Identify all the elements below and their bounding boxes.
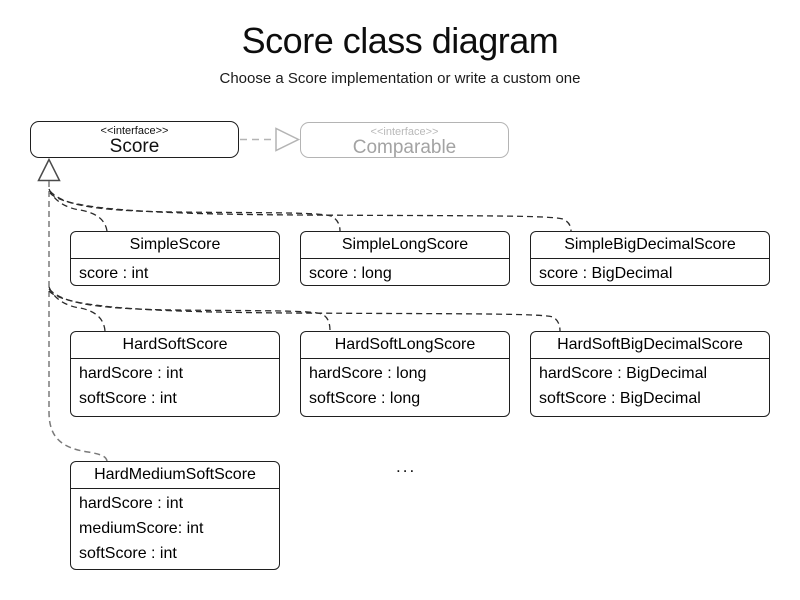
class-box-simplebigdecimalscore: SimpleBigDecimalScore score : BigDecimal bbox=[530, 231, 770, 286]
class-attribute: softScore : long bbox=[309, 390, 421, 407]
class-name: HardSoftScore bbox=[71, 332, 279, 359]
realization-line-hardsoftscore bbox=[48, 286, 106, 332]
interface-box-score: <<interface>> Score bbox=[30, 121, 239, 158]
class-box-simplescore: SimpleScore score : int bbox=[70, 231, 280, 286]
class-attribute: score : BigDecimal bbox=[539, 265, 673, 282]
hollow-triangle-arrowhead-comparable-icon bbox=[275, 127, 301, 152]
interface-name: Score bbox=[109, 136, 160, 157]
class-box-hardsoftscore: HardSoftScore hardScore : int softScore … bbox=[70, 331, 280, 417]
class-attribute: hardScore : int bbox=[79, 495, 184, 512]
class-box-simplelongscore: SimpleLongScore score : long bbox=[300, 231, 510, 286]
class-box-hardsoftlongscore: HardSoftLongScore hardScore : long softS… bbox=[300, 331, 510, 417]
class-attribute: score : int bbox=[79, 265, 149, 282]
class-attribute: mediumScore: int bbox=[79, 520, 204, 537]
more-classes-ellipsis: ... bbox=[396, 457, 417, 476]
class-attribute: hardScore : int bbox=[79, 365, 184, 382]
class-box-hardsoftbigdecimalscore: HardSoftBigDecimalScore hardScore : BigD… bbox=[530, 331, 770, 417]
class-name: SimpleScore bbox=[71, 232, 279, 259]
page-subtitle: Choose a Score implementation or write a… bbox=[219, 70, 581, 87]
class-box-hardmediumsoftscore: HardMediumSoftScore hardScore : int medi… bbox=[70, 461, 280, 570]
hollow-triangle-arrowhead-score-icon bbox=[37, 157, 61, 182]
realization-line-simplelongscore bbox=[49, 190, 341, 232]
page-title: Score class diagram bbox=[241, 20, 559, 61]
class-name: HardSoftLongScore bbox=[301, 332, 509, 359]
interface-box-comparable: <<interface>> Comparable bbox=[300, 122, 509, 158]
realization-trunk-line bbox=[48, 181, 108, 462]
realization-line-hardsoftbigdecimalscore bbox=[48, 290, 561, 332]
interface-name: Comparable bbox=[352, 137, 457, 158]
class-attribute: softScore : BigDecimal bbox=[539, 390, 701, 407]
stereotype-label: <<interface>> bbox=[100, 125, 169, 137]
class-name: HardMediumSoftScore bbox=[71, 462, 279, 489]
class-attribute: softScore : int bbox=[79, 390, 177, 407]
realization-line-simplebigdecimalscore bbox=[49, 192, 572, 232]
class-name: SimpleLongScore bbox=[301, 232, 509, 259]
class-name: SimpleBigDecimalScore bbox=[531, 232, 769, 259]
stereotype-label: <<interface>> bbox=[370, 126, 439, 138]
realization-line-hardsoftlongscore bbox=[48, 288, 331, 332]
class-attribute: score : long bbox=[309, 265, 392, 282]
class-attribute: hardScore : BigDecimal bbox=[539, 365, 708, 382]
class-name: HardSoftBigDecimalScore bbox=[531, 332, 769, 359]
class-attribute: softScore : int bbox=[79, 545, 177, 562]
class-attribute: hardScore : long bbox=[309, 365, 427, 382]
realization-line-simplescore bbox=[48, 188, 108, 232]
